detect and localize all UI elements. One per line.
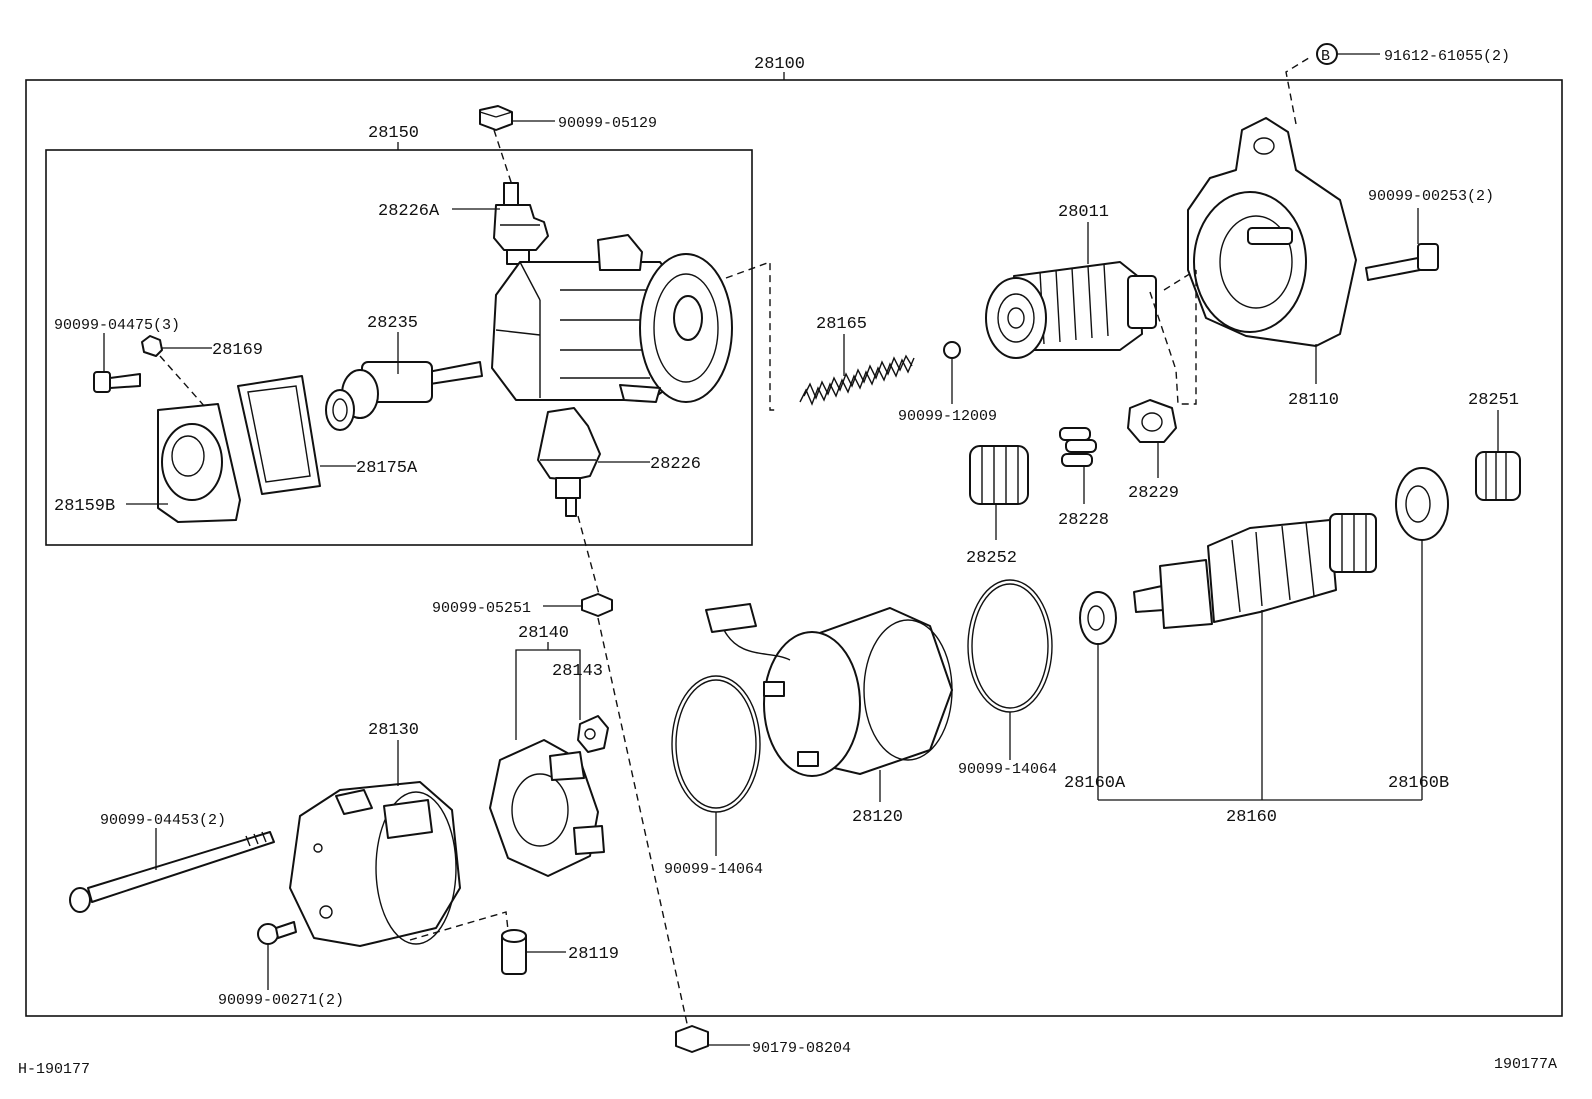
housing-bolt-icon [1365,243,1439,281]
end-frame-icon [289,781,461,947]
label-magnet-switch: 28150 [368,124,419,143]
label-o-ring-left: 90099-14064 [664,861,763,878]
magnet-switch-frame [45,149,753,546]
magnet-switch-body-icon [491,234,733,403]
brush-spring-icon [577,715,609,753]
label-bearing-a: 28160A [1064,774,1126,793]
idler-gear-icon [1475,451,1521,501]
ball-icon [943,341,961,359]
terminal-nut-top-icon [479,105,513,131]
label-ball: 90099-12009 [898,408,997,425]
gear-icon [969,445,1029,505]
label-gasket: 28175A [356,459,418,478]
label-nut-mid: 90099-05251 [432,600,531,617]
footer-right: 190177A [1494,1056,1557,1073]
retainer-icon [1127,399,1177,443]
cover-screw-icon [93,371,141,393]
label-housing: 28110 [1288,391,1339,410]
label-end-frame: 28130 [368,721,419,740]
clutch-icon [985,261,1157,359]
label-housing-bolt: 90099-00253(2) [1368,188,1494,205]
o-ring-right-icon [967,579,1053,713]
label-terminal-bolt-a: 28226A [378,202,440,221]
bearing-a-icon [1079,591,1117,645]
terminal-nut-bottom-icon [675,1025,709,1053]
label-brush-spring: 28143 [552,662,603,681]
bolt-mark-icon: B [1316,43,1338,65]
label-plunger: 28235 [367,314,418,333]
label-yoke: 28120 [852,808,903,827]
label-terminal-nut-top: 90099-05129 [558,115,657,132]
label-assembly: 28100 [754,55,805,74]
label-retainer: 28229 [1128,484,1179,503]
assembly-frame [25,79,1563,1017]
label-end-screw: 90099-00271(2) [218,992,344,1009]
brush-holder-icon [489,739,605,877]
bearing-b-icon [1395,467,1449,541]
label-armature: 28160 [1226,808,1277,827]
rollers-icon [1059,427,1097,467]
label-bearing-b: 28160B [1388,774,1449,793]
label-terminal-bolt: 28226 [650,455,701,474]
footer-left: H-190177 [18,1061,90,1078]
label-insulator: 28119 [568,945,619,964]
terminal-nut-mid-icon [581,593,613,617]
insulator-icon [501,929,527,975]
gasket-icon [237,375,321,495]
label-idler-gear: 28251 [1468,391,1519,410]
label-brush-holder: 28140 [518,624,569,643]
label-nut-bottom: 90179-08204 [752,1040,851,1057]
armature-icon [1133,513,1377,629]
label-clutch: 28011 [1058,203,1109,222]
end-screw-icon [257,921,297,945]
label-o-ring-right: 90099-14064 [958,761,1057,778]
label-clip: 28169 [212,341,263,360]
label-cover: 28159B [54,497,115,516]
plunger-icon [325,361,483,431]
terminal-bolt-a-icon [493,182,549,265]
terminal-bolt-icon [537,407,601,517]
spring-icon [799,354,915,406]
label-through-bolt: 90099-04453(2) [100,812,226,829]
label-spring: 28165 [816,315,867,334]
label-bolt-top-right: 91612-61055(2) [1384,48,1510,65]
label-rollers: 28228 [1058,511,1109,530]
label-gear: 28252 [966,549,1017,568]
bolt-mark-label: B [1321,48,1330,65]
cover-icon [157,403,241,523]
yoke-icon [705,603,953,777]
clip-icon [141,335,163,357]
through-bolt-icon [69,831,275,913]
housing-icon [1187,117,1357,347]
o-ring-left-icon [671,675,761,813]
label-screw-cover: 90099-04475(3) [54,317,180,334]
